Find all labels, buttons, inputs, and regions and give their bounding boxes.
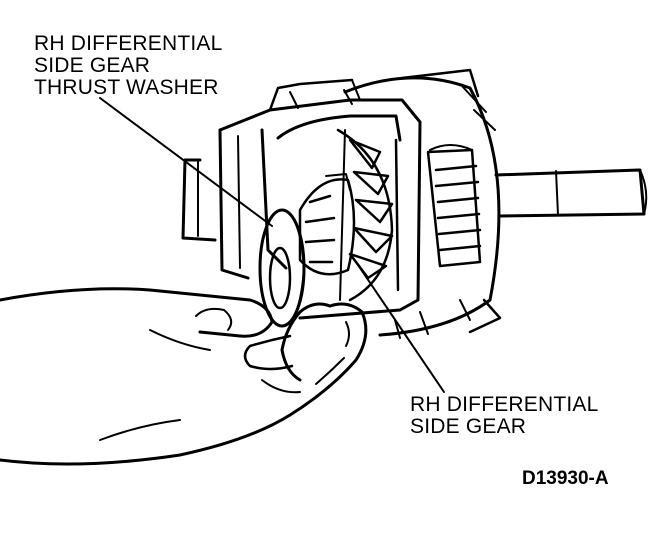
axle-shaft	[494, 168, 648, 218]
leader-line-side-gear	[355, 261, 445, 393]
callout-side-gear: RH DIFFERENTIAL SIDE GEAR	[410, 394, 599, 438]
figure-id: D13930-A	[522, 468, 609, 489]
pinion-gear	[298, 173, 356, 276]
thrust-washer	[258, 208, 306, 328]
differential-case	[218, 78, 422, 320]
callout-thrust-washer-line-3: THRUST WASHER	[34, 76, 219, 99]
leader-lines	[99, 97, 445, 393]
ring-gear	[343, 68, 502, 339]
callout-thrust-washer-line-1: RH DIFFERENTIAL	[34, 32, 223, 55]
callout-side-gear-line-2: SIDE GEAR	[410, 415, 527, 438]
callout-side-gear-line-1: RH DIFFERENTIAL	[410, 393, 599, 416]
callout-thrust-washer-line-2: SIDE GEAR	[34, 54, 151, 77]
helical-gear	[426, 144, 482, 268]
callout-thrust-washer: RH DIFFERENTIAL SIDE GEAR THRUST WASHER	[34, 33, 223, 99]
hand	[0, 287, 368, 466]
left-axle-stub	[181, 158, 217, 242]
leader-line-thrust-washer	[99, 97, 273, 227]
